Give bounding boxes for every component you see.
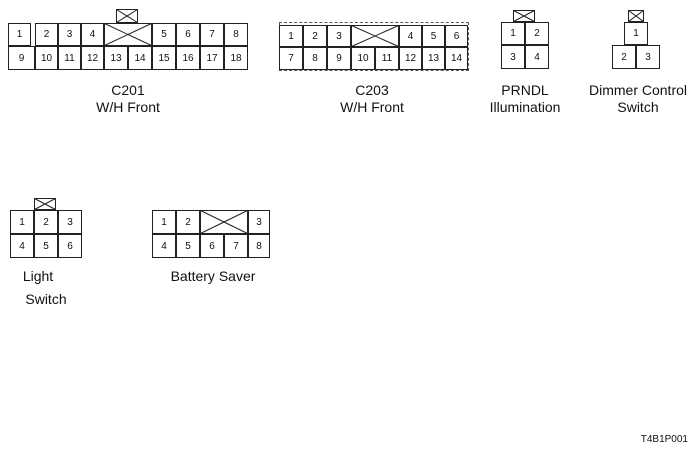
connector-name: Battery Saver <box>170 268 256 284</box>
blank-cavity-icon <box>104 23 152 46</box>
pin-cell: 5 <box>34 234 58 258</box>
connector-subtitle: Switch <box>617 99 659 115</box>
pin-cell: 8 <box>303 47 327 70</box>
pin-cell: 1 <box>279 25 303 47</box>
pin-cell: 17 <box>200 46 224 70</box>
pin-cell: 13 <box>104 46 128 70</box>
pin-cell: 6 <box>58 234 82 258</box>
pin-cell: 13 <box>422 47 445 70</box>
pin-cell: 1 <box>8 23 31 46</box>
pin-cell: 11 <box>375 47 399 70</box>
connector-lock-icon <box>34 198 56 210</box>
pin-cell: 3 <box>248 210 270 234</box>
connector-name: C201 <box>111 82 145 98</box>
pin-cell: 4 <box>399 25 422 47</box>
pin-cell: 7 <box>224 234 248 258</box>
connector-subtitle: Illumination <box>489 99 561 115</box>
pin-cell: 4 <box>525 45 549 69</box>
connector-subtitle: Switch <box>25 291 67 307</box>
pin-cell: 6 <box>200 234 224 258</box>
pin-cell: 8 <box>224 23 248 46</box>
pin-cell: 9 <box>8 46 35 70</box>
connector-lock-icon <box>513 10 535 22</box>
pin-cell: 10 <box>35 46 58 70</box>
pin-cell: 3 <box>636 45 660 69</box>
pin-cell: 2 <box>525 22 549 45</box>
pin-cell: 5 <box>422 25 445 47</box>
pin-cell: 2 <box>176 210 200 234</box>
pin-cell: 4 <box>10 234 34 258</box>
connector-subtitle: W/H Front <box>96 99 160 115</box>
pin-cell: 1 <box>624 22 648 45</box>
blank-cavity-icon <box>200 210 248 234</box>
pin-cell: 9 <box>327 47 351 70</box>
pin-cell: 5 <box>176 234 200 258</box>
pin-cell: 3 <box>327 25 351 47</box>
pin-cell: 3 <box>58 23 81 46</box>
pin-cell: 14 <box>445 47 468 70</box>
pin-cell: 18 <box>224 46 248 70</box>
pin-cell: 2 <box>35 23 58 46</box>
pin-cell: 11 <box>58 46 81 70</box>
connector-name: PRNDL <box>501 82 549 98</box>
pin-cell: 14 <box>128 46 152 70</box>
connector-lock-icon <box>116 9 138 23</box>
pin-cell: 15 <box>152 46 176 70</box>
pin-cell: 16 <box>176 46 200 70</box>
pin-cell: 6 <box>445 25 468 47</box>
connector-name: Dimmer Control <box>588 82 687 98</box>
blank-cavity-icon <box>351 25 399 47</box>
connector-name: C203 <box>355 82 389 98</box>
pin-cell: 2 <box>612 45 636 69</box>
pin-cell: 10 <box>351 47 375 70</box>
pin-cell: 3 <box>501 45 525 69</box>
pin-cell: 1 <box>152 210 176 234</box>
pin-cell: 4 <box>152 234 176 258</box>
pin-cell: 4 <box>81 23 104 46</box>
pin-cell: 8 <box>248 234 270 258</box>
pin-cell: 7 <box>200 23 224 46</box>
pin-cell: 12 <box>399 47 422 70</box>
pin-cell: 1 <box>10 210 34 234</box>
pin-cell: 2 <box>34 210 58 234</box>
pin-cell: 3 <box>58 210 82 234</box>
connector-name: Light <box>22 268 54 284</box>
pin-cell: 5 <box>152 23 176 46</box>
connector-subtitle: W/H Front <box>340 99 404 115</box>
pin-cell: 2 <box>303 25 327 47</box>
figure-code: T4B1P001 <box>640 434 688 445</box>
pin-cell: 1 <box>501 22 525 45</box>
pin-cell: 12 <box>81 46 104 70</box>
pin-cell: 6 <box>176 23 200 46</box>
pin-cell: 7 <box>279 47 303 70</box>
connector-lock-icon <box>628 10 644 22</box>
